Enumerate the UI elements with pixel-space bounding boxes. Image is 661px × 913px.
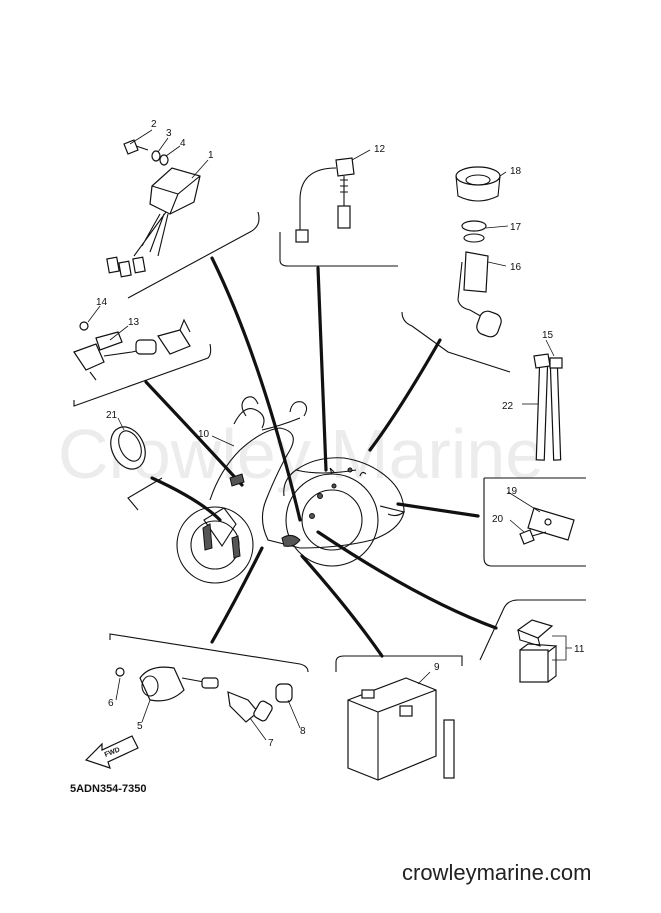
callout-9: 9 <box>434 662 440 673</box>
callout-leaders <box>87 129 572 741</box>
callout-12: 12 <box>374 144 386 155</box>
callout-16: 16 <box>510 262 522 273</box>
part-cable-ties <box>533 353 563 461</box>
callout-14: 14 <box>96 297 108 308</box>
part-bolt-washers <box>123 139 169 166</box>
group-brackets <box>73 211 586 673</box>
drawing-code: 5ADN354-7350 <box>70 783 146 795</box>
callout-1: 1 <box>208 150 214 161</box>
part-fuse-holder <box>516 619 558 683</box>
connector-lines <box>144 256 498 658</box>
callout-6: 6 <box>108 698 114 709</box>
callout-4: 4 <box>180 138 186 149</box>
callout-10: 10 <box>198 429 210 440</box>
part-ignition-coil <box>115 666 293 723</box>
part-fuel-sender <box>455 166 502 338</box>
callout-19: 19 <box>506 486 518 497</box>
callout-17: 17 <box>510 222 522 233</box>
forward-arrow-icon: FWD <box>84 735 139 769</box>
callout-11: 11 <box>574 644 585 655</box>
part-cap <box>110 426 146 470</box>
part-relay-unit <box>106 167 201 278</box>
part-battery <box>347 677 455 781</box>
part-coupler <box>73 318 191 381</box>
callout-5: 5 <box>137 721 143 732</box>
callout-7: 7 <box>268 738 274 749</box>
callout-15: 15 <box>542 330 554 341</box>
callout-2: 2 <box>151 119 157 130</box>
callout-numbers: 1 2 3 4 5 6 7 8 9 10 11 12 13 14 15 16 1… <box>96 119 585 749</box>
part-bracket <box>519 507 575 545</box>
callout-22: 22 <box>502 401 514 412</box>
footer-url: crowleymarine.com <box>402 860 592 885</box>
callout-3: 3 <box>166 128 172 139</box>
callout-18: 18 <box>510 166 522 177</box>
callout-21: 21 <box>106 410 118 421</box>
callout-13: 13 <box>128 317 140 328</box>
callout-8: 8 <box>300 726 306 737</box>
part-sensor <box>295 157 355 243</box>
scooter-illustration <box>176 396 406 584</box>
callout-20: 20 <box>492 514 504 525</box>
